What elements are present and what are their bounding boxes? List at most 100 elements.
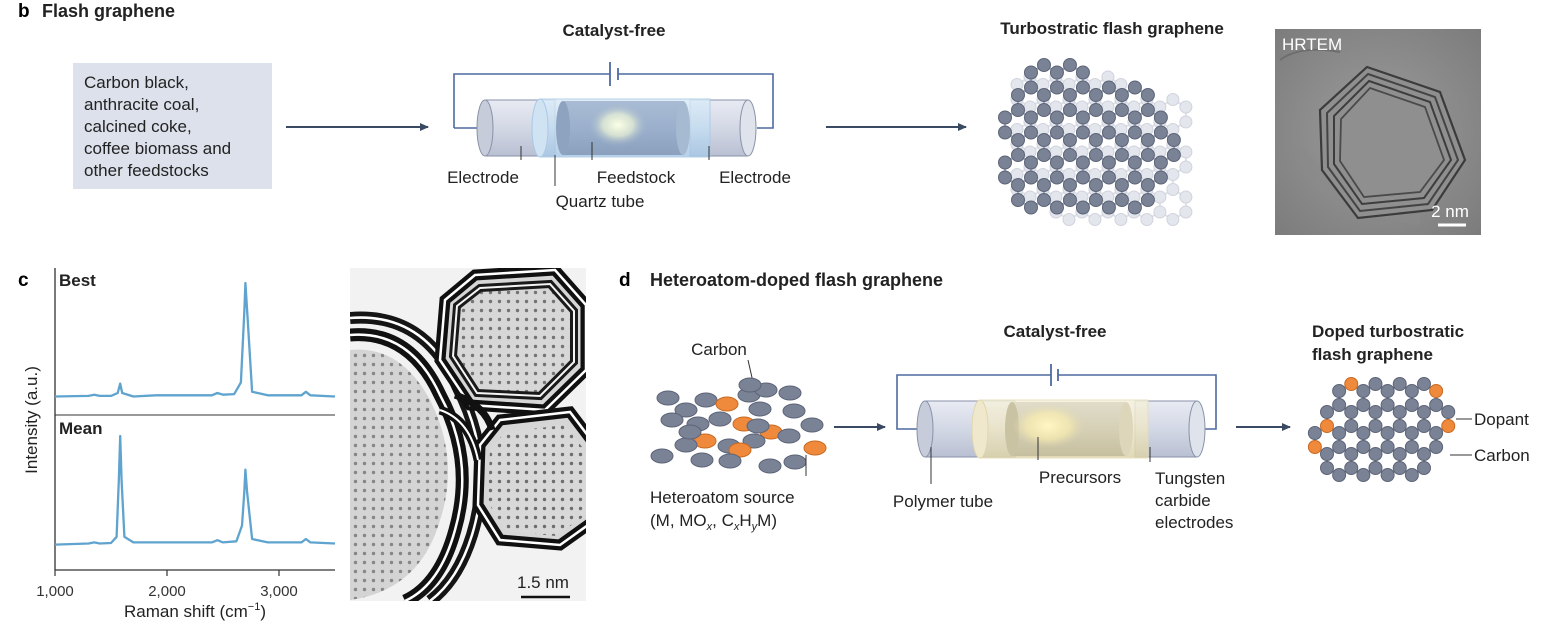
carbon-atom xyxy=(1416,461,1431,475)
carbon-atom xyxy=(1153,170,1168,185)
turbostratic-graphene-lattice xyxy=(998,58,1193,226)
carbon-atom xyxy=(1140,213,1154,226)
x-axis-label: Raman shift (cm−1) xyxy=(124,601,266,621)
best-label: Best xyxy=(59,271,96,290)
panel-b-letter: b xyxy=(18,1,30,22)
x-tick-label: 3,000 xyxy=(260,583,298,600)
raman-series-best xyxy=(54,281,336,398)
carbon-atom xyxy=(1023,110,1038,125)
carbon-atom xyxy=(1153,155,1168,170)
catalyst-free-label-d: Catalyst-free xyxy=(1004,322,1107,341)
carbon-particle xyxy=(758,458,782,474)
carbon-particle xyxy=(674,437,698,453)
carbon-atom xyxy=(1179,145,1193,159)
carbon-atom xyxy=(1075,170,1090,185)
carbon-atom xyxy=(1036,148,1051,162)
carbon-atom xyxy=(1127,170,1142,185)
carbon-atom xyxy=(1392,377,1407,391)
panel-d-letter: d xyxy=(619,270,631,291)
carbon-atom xyxy=(1114,178,1129,192)
carbon-atom xyxy=(1392,447,1407,461)
carbon-atom xyxy=(1429,398,1444,412)
carbon-atom xyxy=(1088,148,1103,162)
carbon-atom xyxy=(1101,110,1116,125)
electrode-right-label: Electrode xyxy=(719,168,791,187)
carbon-atom xyxy=(1036,58,1051,72)
carbon-atom xyxy=(1088,133,1103,147)
carbon-atom xyxy=(1179,100,1193,114)
carbon-atom xyxy=(1049,125,1064,140)
carbon-atom xyxy=(1368,447,1383,461)
carbon-atom xyxy=(1062,133,1077,147)
tungsten-electrodes-label: Tungsten carbide electrodes xyxy=(1155,469,1233,532)
carbon-atom xyxy=(1140,178,1155,192)
carbon-atom xyxy=(1179,160,1193,174)
carbon-atom xyxy=(1429,426,1444,440)
carbon-particle xyxy=(708,411,732,427)
catalyst-free-label-b: Catalyst-free xyxy=(563,21,666,40)
carbon-atom xyxy=(1404,468,1419,482)
carbon-particle xyxy=(746,418,770,434)
carbon-particles-label: Carbon xyxy=(691,340,747,359)
turbostratic-title: Turbostratic flash graphene xyxy=(1000,19,1224,38)
carbon-atom xyxy=(1101,200,1116,215)
carbon-atom xyxy=(1140,103,1155,117)
carbon-atom xyxy=(1320,405,1334,419)
carbon-atom xyxy=(1140,133,1155,147)
carbon-atom xyxy=(1356,426,1371,440)
raman-spectra xyxy=(54,281,336,546)
carbon-atom-label: Carbon xyxy=(1474,446,1530,465)
carbon-atom xyxy=(1114,193,1129,207)
carbon-atom xyxy=(998,170,1013,185)
carbon-atom xyxy=(1075,65,1090,80)
carbon-particle xyxy=(656,390,680,406)
carbon-atom xyxy=(1036,133,1051,147)
carbon-atom xyxy=(1380,384,1395,398)
carbon-atom xyxy=(1036,193,1051,207)
carbon-atom xyxy=(1114,133,1129,147)
raman-series-mean xyxy=(54,434,336,546)
panel-d: d Heteroatom-doped flash graphene Carbon… xyxy=(619,270,1530,533)
carbon-atom xyxy=(1332,426,1347,440)
carbon-atom xyxy=(998,155,1013,170)
carbon-atom xyxy=(1356,398,1371,412)
hrtem-scale-label: 2 nm xyxy=(1431,202,1469,221)
y-axis-label: Intensity (a.u.) xyxy=(22,366,41,474)
carbon-atom xyxy=(1114,148,1129,162)
front-layer xyxy=(998,58,1181,215)
carbon-atom xyxy=(1368,405,1383,419)
carbon-atom xyxy=(1380,440,1395,454)
tem-scale-label: 1.5 nm xyxy=(517,573,569,592)
feedstock-label: Feedstock xyxy=(597,168,676,187)
carbon-atom xyxy=(1088,178,1103,192)
carbon-atom xyxy=(1153,125,1168,140)
carbon-atom xyxy=(1344,419,1359,433)
carbon-atom xyxy=(1344,405,1359,419)
carbon-atom xyxy=(1320,461,1334,475)
carbon-atom xyxy=(1332,468,1347,482)
carbon-atom xyxy=(1404,384,1419,398)
doped-graphene-lattice xyxy=(1307,377,1456,482)
carbon-atom xyxy=(1166,213,1180,226)
carbon-atom xyxy=(1075,80,1090,95)
carbon-atom xyxy=(1332,440,1347,454)
dopant-label: Dopant xyxy=(1474,410,1529,429)
carbon-atom xyxy=(1441,405,1456,419)
carbon-atom xyxy=(1392,419,1407,433)
carbon-atom xyxy=(1011,178,1025,192)
carbon-particle xyxy=(748,401,772,417)
carbon-atom xyxy=(1416,405,1431,419)
carbon-atom xyxy=(1332,398,1347,412)
carbon-atom xyxy=(1088,88,1103,102)
heteroatom-source-label: Heteroatom source xyxy=(650,488,795,507)
carbon-atom xyxy=(1062,58,1077,72)
carbon-atom xyxy=(1179,115,1193,129)
carbon-particle xyxy=(690,452,714,468)
carbon-particle xyxy=(742,433,766,449)
heteroatom-formula: (M, MOx, CxHyM) xyxy=(650,511,777,533)
carbon-atom xyxy=(1392,405,1407,419)
carbon-atom xyxy=(1404,398,1419,412)
carbon-atom xyxy=(1179,190,1193,204)
